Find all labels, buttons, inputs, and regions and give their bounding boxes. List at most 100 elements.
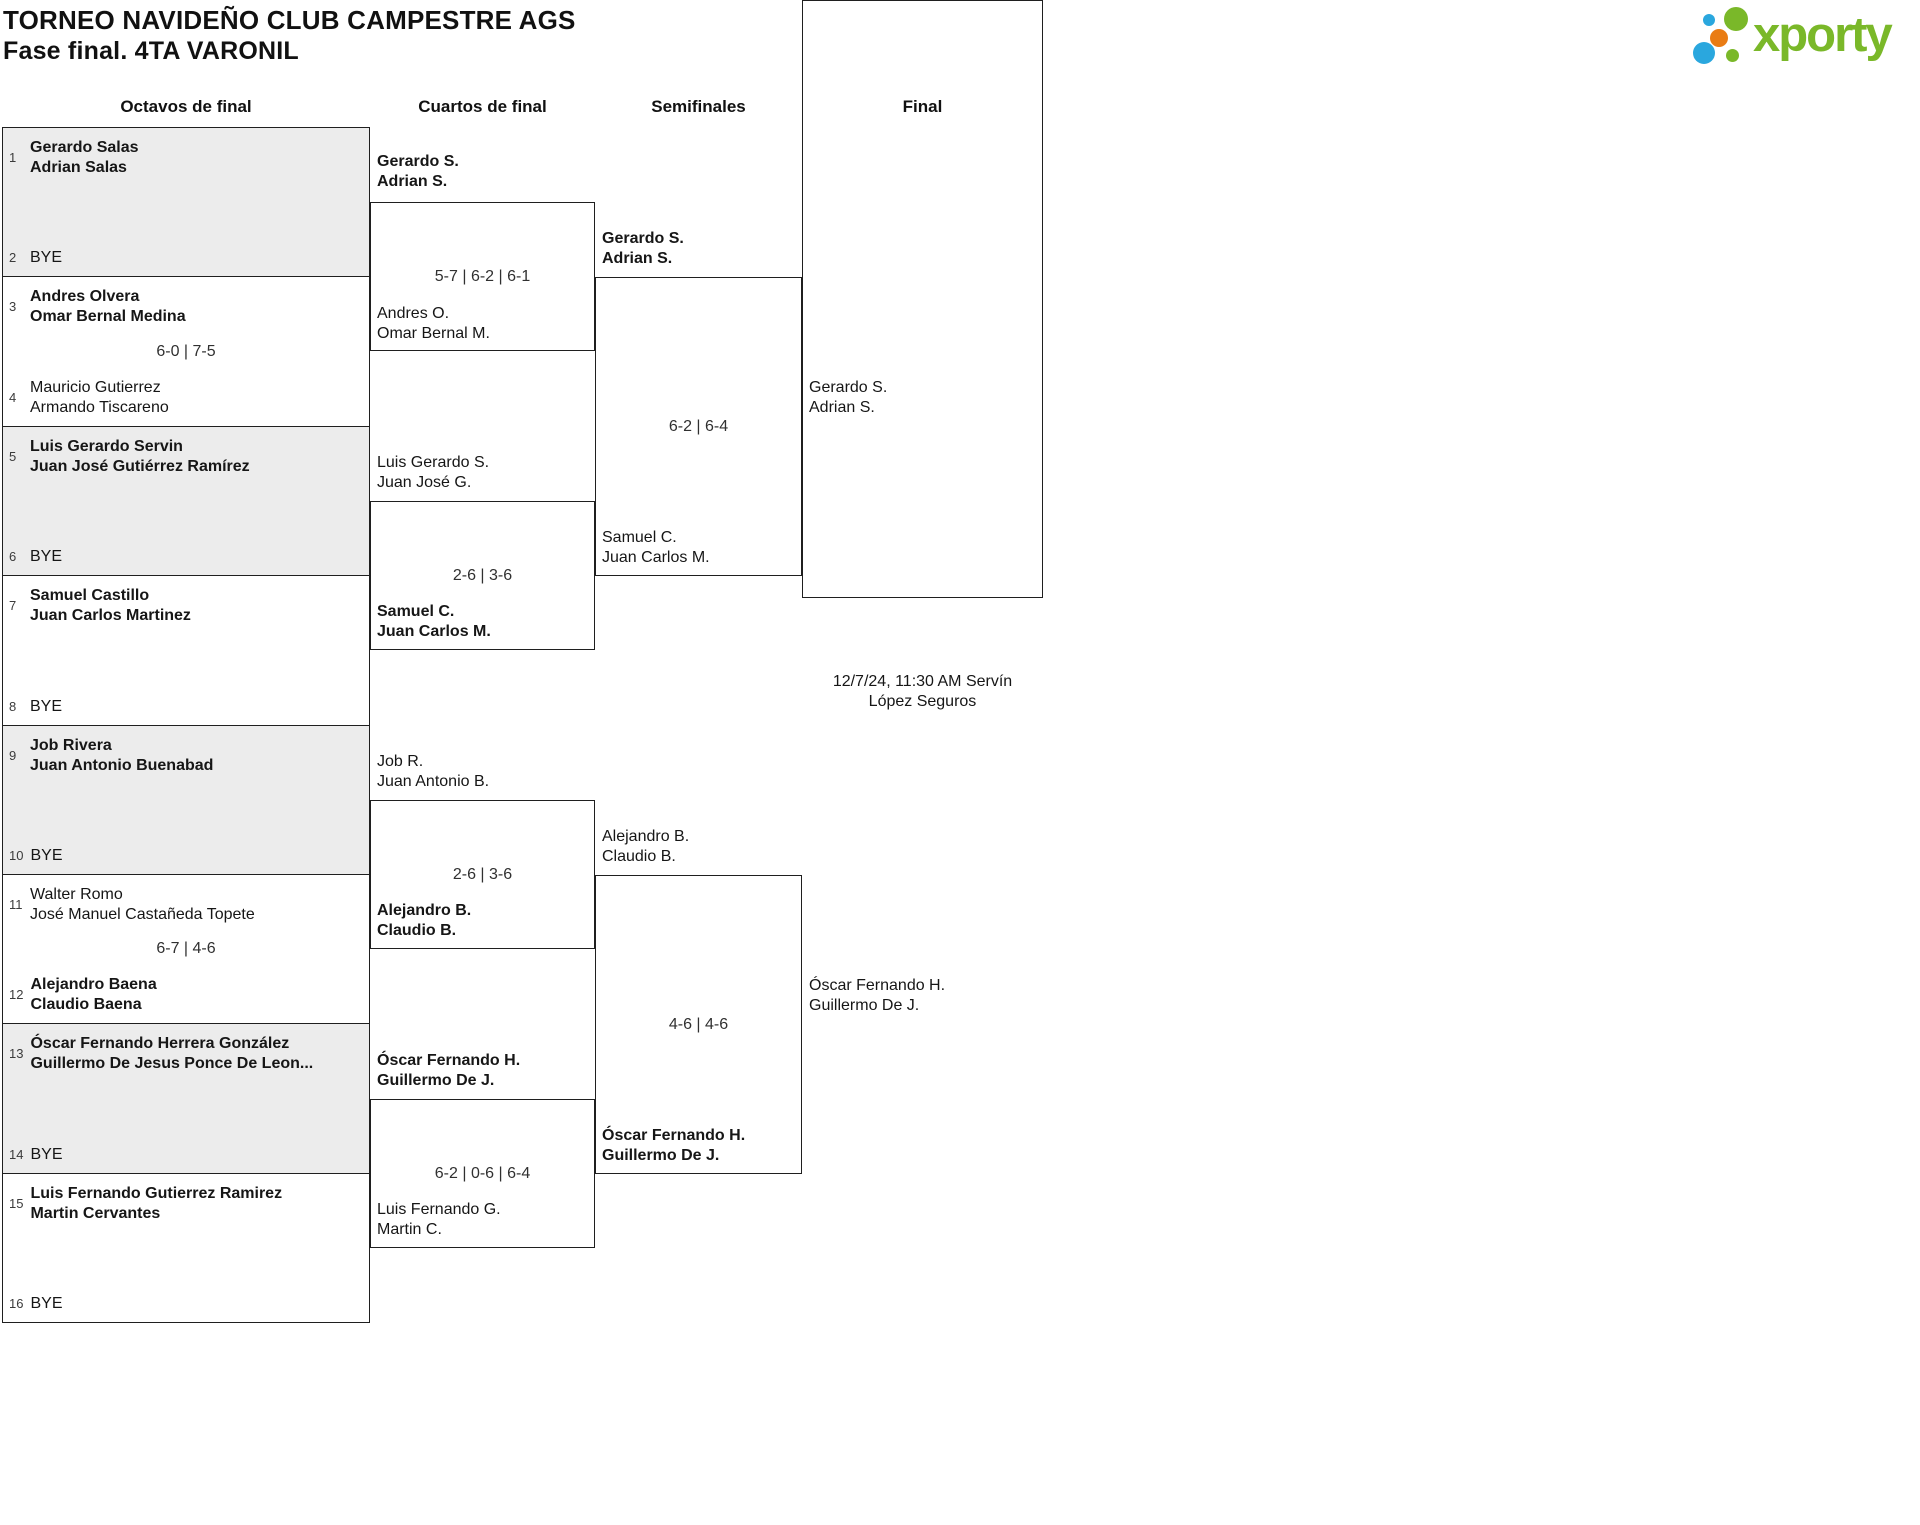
seed-number: 12	[9, 987, 24, 1003]
advancing-team-label: Job R.Juan Antonio B.	[377, 753, 490, 790]
team-names: BYE	[30, 1295, 63, 1312]
match-score: 4-6 | 4-6	[668, 1015, 729, 1033]
logo-dot-orange-icon	[1710, 29, 1728, 47]
semifinal-match-1[interactable]: 6-2 | 6-4	[595, 277, 802, 576]
logo-wordmark: xporty	[1753, 8, 1893, 62]
team-entry-bye[interactable]: 10 BYE	[9, 846, 363, 866]
seed-number: 6	[9, 549, 17, 565]
match-score: 5-7 | 6-2 | 6-1	[434, 267, 531, 285]
team-names: BYE	[30, 1145, 63, 1163]
match-score: 6-2 | 6-4	[668, 417, 729, 435]
advancing-team-label: Alejandro B.Claudio B.	[377, 902, 472, 939]
match-score: 6-0 | 7-5	[156, 342, 216, 360]
seed-number: 4	[9, 389, 17, 405]
advancing-team-label: Óscar Fernando H.Guillermo De J.	[602, 1127, 746, 1164]
logo-dot-green-small-icon	[1726, 49, 1739, 62]
team-names: BYE	[30, 846, 63, 864]
seed-number: 13	[9, 1046, 24, 1062]
page-subtitle: Fase final. 4TA VARONIL	[3, 37, 299, 65]
seed-number: 5	[9, 448, 17, 464]
quarterfinal-match-1[interactable]: 5-7 | 6-2 | 6-1	[370, 202, 595, 351]
column-header-final: Final	[902, 97, 943, 116]
team-entry-bye[interactable]: 6 BYE	[9, 547, 363, 567]
team-entry-bye[interactable]: 16 BYE	[9, 1294, 363, 1314]
seed-number: 14	[9, 1146, 24, 1162]
match-score: 2-6 | 3-6	[452, 566, 513, 584]
team-names: BYE	[30, 249, 63, 267]
advancing-team-label: Óscar Fernando H.Guillermo De J.	[377, 1052, 521, 1089]
match-score: 6-2 | 0-6 | 6-4	[434, 1164, 531, 1182]
seed-number: 1	[9, 150, 17, 165]
semifinal-match-2[interactable]: 4-6 | 4-6	[595, 875, 802, 1174]
logo-dot-green-large-icon	[1724, 7, 1748, 31]
team-names: BYE	[30, 697, 63, 715]
seed-number: 11	[9, 896, 23, 912]
column-header-octavos: Octavos de final	[120, 97, 252, 116]
team-entry-bye[interactable]: 2 BYE	[9, 248, 363, 268]
advancing-team-label: Samuel C.Juan Carlos M.	[602, 529, 710, 566]
seed-number: 9	[9, 747, 17, 763]
seed-number: 8	[9, 698, 17, 714]
team-names: BYE	[30, 548, 63, 566]
advancing-team-label: Óscar Fernando H.Guillermo De J.	[809, 977, 946, 1014]
xporty-logo[interactable]: xporty	[1690, 0, 1920, 75]
advancing-team-label: Gerardo S.Adrian S.	[377, 153, 459, 190]
seed-number: 3	[9, 299, 17, 315]
seed-number: 16	[9, 1296, 24, 1311]
match-score: 6-7 | 4-6	[156, 940, 216, 958]
seed-number: 15	[9, 1195, 24, 1211]
seed-number: 7	[9, 598, 17, 614]
column-header-semifinales: Semifinales	[651, 97, 746, 116]
advancing-team-label: Alejandro B.Claudio B.	[602, 828, 690, 865]
page-title: TORNEO NAVIDEÑO CLUB CAMPESTRE AGS	[3, 5, 576, 35]
advancing-team-label: Andres O.Omar Bernal M.	[377, 305, 490, 342]
final-match[interactable]	[802, 0, 1043, 598]
logo-dot-blue-small-icon	[1703, 14, 1715, 26]
quarterfinal-match-3[interactable]: 2-6 | 3-6	[370, 800, 595, 949]
team-entry-bye[interactable]: 8 BYE	[9, 697, 363, 717]
seed-number: 10	[9, 847, 24, 863]
team-entry-bye[interactable]: 14 BYE	[9, 1145, 363, 1165]
advancing-team-label: Luis Fernando G.Martin C.	[377, 1201, 501, 1238]
quarterfinal-match-2[interactable]: 2-6 | 3-6	[370, 501, 595, 650]
match-score: 2-6 | 3-6	[452, 865, 513, 883]
advancing-team-label: Luis Gerardo S.Juan José G.	[377, 454, 490, 491]
logo-dot-blue-large-icon	[1693, 42, 1715, 64]
column-header-cuartos: Cuartos de final	[418, 97, 547, 116]
advancing-team-label: Gerardo S.Adrian S.	[809, 379, 888, 416]
advancing-team-label: Samuel C.Juan Carlos M.	[377, 603, 491, 640]
quarterfinal-match-4[interactable]: 6-2 | 0-6 | 6-4	[370, 1099, 595, 1248]
advancing-team-label: Gerardo S.Adrian S.	[602, 230, 684, 267]
